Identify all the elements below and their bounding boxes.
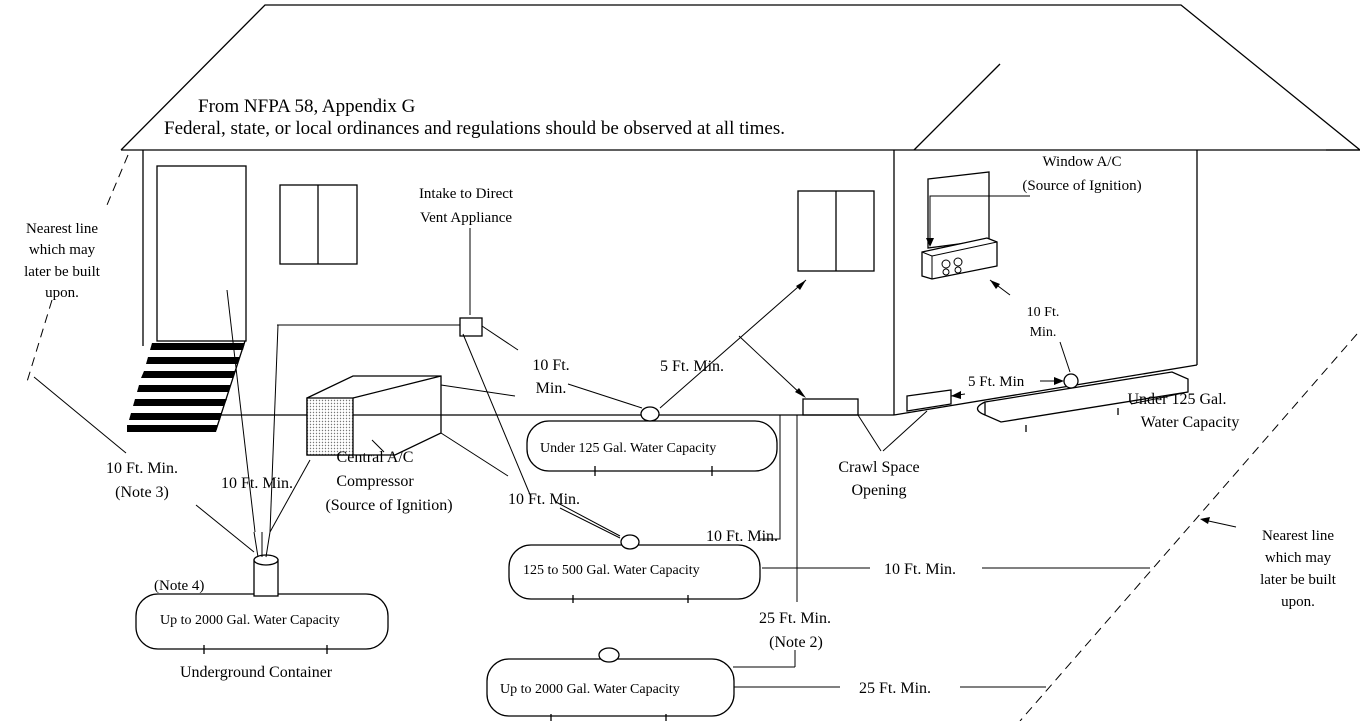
svg-text:Compressor: Compressor xyxy=(336,473,414,490)
svg-text:Min.: Min. xyxy=(536,380,567,397)
svg-text:Window A/C: Window A/C xyxy=(1043,154,1122,170)
crawl-space-opening xyxy=(906,389,952,412)
distance-10ft-left: 10 Ft. Min. xyxy=(221,475,293,492)
property-line-left xyxy=(25,299,53,386)
distance-10ft-line: 10 Ft. Min. xyxy=(884,561,956,578)
tank-125-to-500 xyxy=(508,534,761,603)
svg-text:(Source of Ignition): (Source of Ignition) xyxy=(325,497,452,514)
ac-fan-icon xyxy=(941,259,951,269)
distance-25ft-note2: 25 Ft. Min. (Note 2) xyxy=(759,610,831,651)
step xyxy=(127,425,218,432)
svg-text:Nearest line: Nearest line xyxy=(1262,528,1334,544)
crawl-space-opening xyxy=(802,398,859,416)
svg-text:Vent Appliance: Vent Appliance xyxy=(420,210,512,226)
nearest-line-right-label: Nearest line which may later be built up… xyxy=(1260,528,1337,610)
ac-fan-icon xyxy=(954,266,962,274)
tank-label-bottom: Up to 2000 Gal. Water Capacity xyxy=(500,682,680,697)
step xyxy=(146,357,240,364)
svg-text:10 Ft. Min.: 10 Ft. Min. xyxy=(106,460,178,477)
note4-label: (Note 4) xyxy=(154,578,204,594)
window-right xyxy=(797,190,875,272)
svg-text:10 Ft.: 10 Ft. xyxy=(532,357,569,374)
svg-text:Opening: Opening xyxy=(851,482,906,499)
distance-10ft-window-ac: 10 Ft. Min. xyxy=(1027,305,1060,340)
regulation-notice: Federal, state, or local ordinances and … xyxy=(164,118,785,139)
door xyxy=(156,165,247,342)
tank-label-under125-center: Under 125 Gal. Water Capacity xyxy=(540,441,716,456)
step xyxy=(141,371,236,378)
ac-fan-icon xyxy=(942,268,950,276)
svg-text:(Source of Ignition): (Source of Ignition) xyxy=(1022,178,1141,194)
svg-text:upon.: upon. xyxy=(1281,594,1315,610)
svg-text:25 Ft. Min.: 25 Ft. Min. xyxy=(759,610,831,627)
distance-10ft-mid: 10 Ft. Min. xyxy=(706,528,778,545)
svg-text:later be built: later be built xyxy=(1260,572,1337,588)
step xyxy=(129,413,222,420)
tank-label-underground: Up to 2000 Gal. Water Capacity xyxy=(160,613,340,628)
intake-label: Intake to Direct Vent Appliance xyxy=(419,186,514,226)
svg-text:Nearest line: Nearest line xyxy=(26,221,98,237)
leader-lines xyxy=(33,195,1237,688)
step xyxy=(150,343,245,350)
step xyxy=(133,399,227,406)
ground-line-side xyxy=(893,364,1198,416)
central-ac-label: Central A/C Compressor (Source of Igniti… xyxy=(325,449,452,514)
step xyxy=(137,385,231,392)
svg-text:10 Ft.: 10 Ft. xyxy=(1027,305,1060,320)
intake-vent xyxy=(459,317,483,337)
svg-text:Crawl Space: Crawl Space xyxy=(838,459,919,476)
ac-fan-icon xyxy=(953,257,963,267)
svg-text:Water Capacity: Water Capacity xyxy=(1141,414,1240,431)
tank-valve xyxy=(640,406,660,422)
property-line-right xyxy=(1019,333,1358,721)
svg-text:later be built: later be built xyxy=(24,264,101,280)
distance-25ft-line: 25 Ft. Min. xyxy=(859,680,931,697)
svg-text:Min.: Min. xyxy=(1030,325,1057,340)
house xyxy=(120,4,1360,416)
svg-text:Central A/C: Central A/C xyxy=(337,449,414,466)
property-line-left xyxy=(106,154,129,206)
window-left xyxy=(279,184,358,265)
distance-5ft-window: 5 Ft. Min. xyxy=(660,358,724,375)
window-ac-unit xyxy=(921,171,998,280)
svg-text:Intake to Direct: Intake to Direct xyxy=(419,186,514,202)
source-caption: From NFPA 58, Appendix G xyxy=(198,96,416,117)
window-ac-label: Window A/C (Source of Ignition) xyxy=(1022,154,1141,194)
svg-text:which may: which may xyxy=(1265,550,1332,566)
distance-10ft-note3: 10 Ft. Min. (Note 3) xyxy=(106,460,178,501)
svg-text:which may: which may xyxy=(29,242,96,258)
distance-10ft-intake: 10 Ft. Min. xyxy=(532,357,569,397)
nearest-line-left-label: Nearest line which may later be built up… xyxy=(24,221,101,301)
svg-text:(Note 2): (Note 2) xyxy=(769,634,823,651)
distance-10ft-center: 10 Ft. Min. xyxy=(508,491,580,508)
tank-underground xyxy=(135,554,389,654)
tank-valve xyxy=(598,647,620,663)
tank-valve xyxy=(1063,373,1079,389)
underground-container-label: Underground Container xyxy=(180,664,333,681)
tank-valve xyxy=(620,534,640,550)
crawl-space-label: Crawl Space Opening xyxy=(838,459,919,499)
tank-label-125-500: 125 to 500 Gal. Water Capacity xyxy=(523,563,700,578)
svg-text:Under 125 Gal.: Under 125 Gal. xyxy=(1127,391,1226,408)
roof-hip xyxy=(913,63,1001,151)
tank-under125-center xyxy=(526,406,778,476)
distance-5ft-crawl-right: 5 Ft. Min xyxy=(968,374,1025,390)
svg-text:upon.: upon. xyxy=(45,285,79,301)
tank-label-under125-right: Under 125 Gal. Water Capacity xyxy=(1127,391,1239,431)
entry-steps xyxy=(127,340,246,432)
svg-text:(Note 3): (Note 3) xyxy=(115,484,169,501)
